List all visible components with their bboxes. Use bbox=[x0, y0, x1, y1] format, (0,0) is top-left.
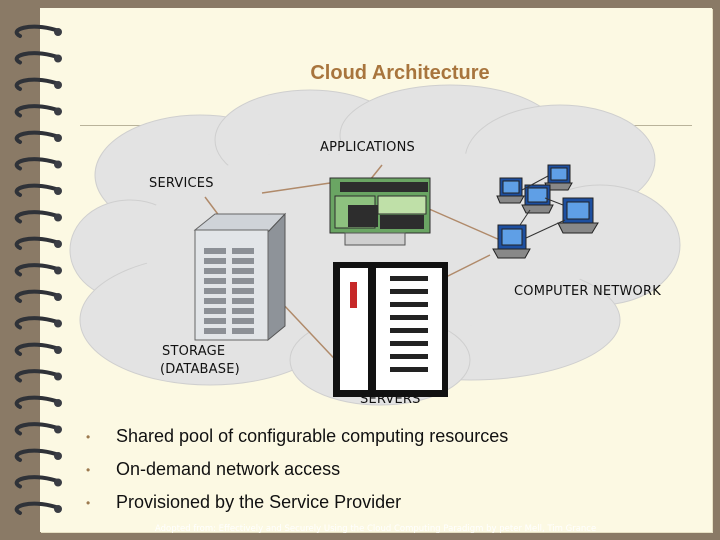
rack-slot bbox=[390, 354, 428, 359]
binding-hole bbox=[54, 293, 62, 301]
drive-bay bbox=[204, 328, 226, 334]
binding-hole bbox=[54, 505, 62, 513]
binding-hole bbox=[54, 54, 62, 63]
drive-bay bbox=[232, 318, 254, 324]
slide-title: Cloud Architecture bbox=[310, 62, 490, 84]
drive-bay bbox=[232, 258, 254, 264]
storage-database-icon bbox=[193, 212, 287, 342]
binding-hole bbox=[54, 107, 62, 116]
spiral-binding bbox=[14, 24, 62, 515]
binding-ring bbox=[14, 289, 58, 303]
drive-bay bbox=[232, 268, 254, 274]
citation-footer: Adopted from: Effectively and Securely U… bbox=[155, 524, 597, 534]
drive-bay bbox=[204, 268, 226, 274]
line-services-applications bbox=[261, 182, 331, 194]
drive-bay bbox=[232, 248, 254, 254]
binding-hole bbox=[54, 425, 62, 434]
binding-ring bbox=[14, 369, 58, 383]
drive-bay bbox=[232, 278, 254, 284]
line-app-network bbox=[419, 204, 501, 241]
database-label: (DATABASE) bbox=[160, 362, 240, 377]
applications-label: APPLICATIONS bbox=[320, 140, 415, 155]
binding-ring bbox=[14, 263, 58, 277]
applications-icon bbox=[329, 177, 431, 246]
drive-bay bbox=[232, 298, 254, 304]
drive-bay bbox=[204, 288, 226, 294]
binding-hole bbox=[54, 160, 62, 169]
bullet-text: Shared pool of configurable computing re… bbox=[116, 426, 509, 446]
drive-bay bbox=[204, 258, 226, 264]
rack-slot bbox=[390, 302, 428, 307]
drive-bay bbox=[232, 328, 254, 334]
drive-bay bbox=[232, 288, 254, 294]
binding-ring bbox=[14, 24, 58, 38]
computer-network-label: COMPUTER NETWORK bbox=[514, 284, 661, 299]
bullet-text: On-demand network access bbox=[116, 459, 341, 479]
binding-ring bbox=[14, 501, 58, 515]
storage-label: STORAGE bbox=[162, 344, 226, 359]
rack-slot bbox=[390, 341, 428, 346]
binding-ring bbox=[14, 316, 58, 330]
rack-slot bbox=[390, 367, 428, 372]
drive-bay bbox=[204, 318, 226, 324]
binding-ring bbox=[14, 77, 58, 91]
rack-slot bbox=[390, 276, 428, 281]
binding-ring bbox=[14, 342, 58, 356]
servers-label: SERVERS bbox=[360, 392, 421, 407]
binding-hole bbox=[54, 319, 62, 328]
binding-ring bbox=[14, 51, 58, 65]
rack-slot bbox=[390, 328, 428, 333]
binding-ring bbox=[14, 395, 58, 409]
drive-bay bbox=[204, 248, 226, 254]
binding-ring bbox=[14, 104, 58, 118]
binding-hole bbox=[54, 399, 62, 407]
binding-hole bbox=[54, 134, 62, 142]
binding-ring bbox=[14, 475, 58, 489]
bullet-item: • Shared pool of configurable computing r… bbox=[86, 420, 508, 453]
binding-ring bbox=[14, 183, 58, 197]
servers-icon bbox=[333, 262, 448, 397]
line-servers-network bbox=[439, 254, 491, 281]
binding-hole bbox=[54, 81, 62, 89]
binding-hole bbox=[54, 478, 62, 487]
binding-ring bbox=[14, 236, 58, 250]
binding-hole bbox=[54, 240, 62, 248]
binding-hole bbox=[54, 372, 62, 381]
drive-bay bbox=[204, 298, 226, 304]
computer-network-icon bbox=[492, 164, 599, 259]
bullet-item: • On-demand network access bbox=[86, 453, 508, 486]
services-label: SERVICES bbox=[149, 176, 214, 191]
binding-hole bbox=[54, 213, 62, 222]
bullet-text: Provisioned by the Service Provider bbox=[116, 492, 402, 512]
binding-hole bbox=[54, 266, 62, 275]
drive-bay bbox=[204, 278, 226, 284]
bullet-icon: • bbox=[86, 495, 91, 510]
binding-ring bbox=[14, 422, 58, 436]
bullet-icon: • bbox=[86, 429, 91, 444]
drive-bay bbox=[232, 308, 254, 314]
bullet-list: • Shared pool of configurable computing r… bbox=[86, 420, 508, 519]
binding-hole bbox=[54, 187, 62, 195]
binding-ring bbox=[14, 448, 58, 462]
bullet-item: • Provisioned by the Service Provider bbox=[86, 486, 508, 519]
binding-hole bbox=[54, 346, 62, 354]
binding-ring bbox=[14, 210, 58, 224]
rack-slot bbox=[390, 289, 428, 294]
binding-ring bbox=[14, 157, 58, 171]
binding-ring bbox=[14, 130, 58, 144]
bullet-icon: • bbox=[86, 462, 91, 477]
drive-bay bbox=[204, 308, 226, 314]
binding-hole bbox=[54, 28, 62, 36]
binding-hole bbox=[54, 452, 62, 460]
rack-slot bbox=[390, 315, 428, 320]
